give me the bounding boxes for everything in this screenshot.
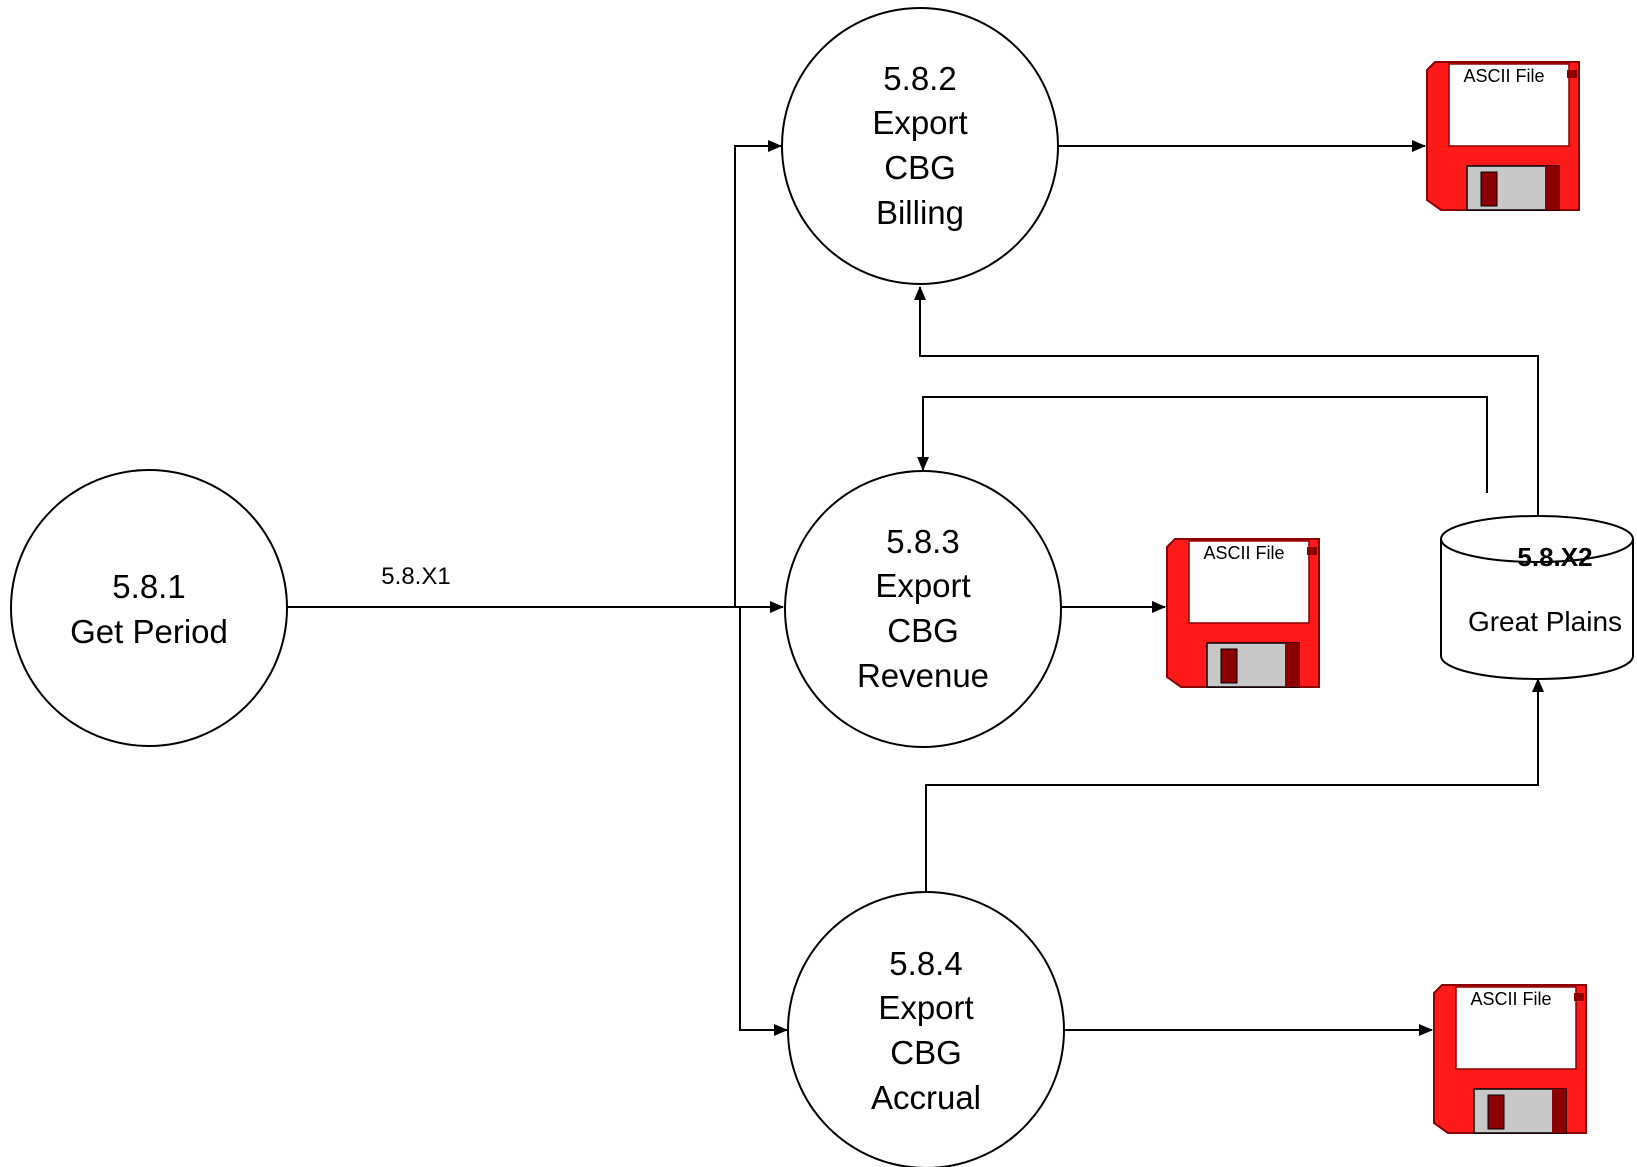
file-label: ASCII File <box>1470 989 1551 1009</box>
process-circle <box>784 470 1062 748</box>
datastore-great-plains[interactable]: 5.8.X2 Great Plains <box>1440 515 1634 680</box>
process-name-line2: CBG <box>884 149 956 186</box>
process-name-line3: Accrual <box>871 1079 981 1116</box>
process-name: Get Period <box>70 613 228 650</box>
process-name-line1: Export <box>878 989 973 1026</box>
process-name-line1: Export <box>872 104 967 141</box>
flow-581-to-582 <box>734 140 782 607</box>
file-label: ASCII File <box>1463 66 1544 86</box>
cylinder-top <box>1440 515 1634 563</box>
output-file-billing[interactable]: ASCII File <box>1426 61 1580 211</box>
process-5-8-4[interactable]: 5.8.4 Export CBG Accrual <box>787 891 1065 1167</box>
file-label: ASCII File <box>1203 543 1284 563</box>
connectors <box>287 140 1544 1036</box>
process-circle <box>781 7 1059 285</box>
process-circle <box>787 891 1065 1167</box>
process-id: 5.8.2 <box>883 60 956 97</box>
process-5-8-2[interactable]: 5.8.2 Export CBG Billing <box>781 7 1059 285</box>
process-name-line3: Billing <box>876 194 964 231</box>
process-name-line2: CBG <box>890 1034 962 1071</box>
process-5-8-1[interactable]: 5.8.1 Get Period <box>10 469 288 747</box>
process-id: 5.8.3 <box>886 523 959 560</box>
datastore-id: 5.8.X2 <box>1517 542 1592 572</box>
output-file-accrual[interactable]: ASCII File <box>1433 984 1587 1134</box>
cylinder-body <box>1440 539 1634 680</box>
process-name-line1: Export <box>875 567 970 604</box>
flow-store-to-583 <box>917 396 1488 493</box>
process-circle <box>10 469 288 747</box>
datastore-name: Great Plains <box>1468 606 1622 637</box>
process-5-8-3[interactable]: 5.8.3 Export CBG Revenue <box>784 470 1062 748</box>
process-id: 5.8.4 <box>889 945 962 982</box>
process-name-line3: Revenue <box>857 657 989 694</box>
flow-584-to-store <box>925 678 1544 893</box>
flow-581-to-584 <box>739 607 788 1036</box>
process-name-line2: CBG <box>887 612 959 649</box>
process-id: 5.8.1 <box>112 568 185 605</box>
flow-store-to-582 <box>914 286 1539 521</box>
output-file-revenue[interactable]: ASCII File <box>1166 538 1320 688</box>
flow-label-period: 5.8.X1 <box>381 563 450 590</box>
